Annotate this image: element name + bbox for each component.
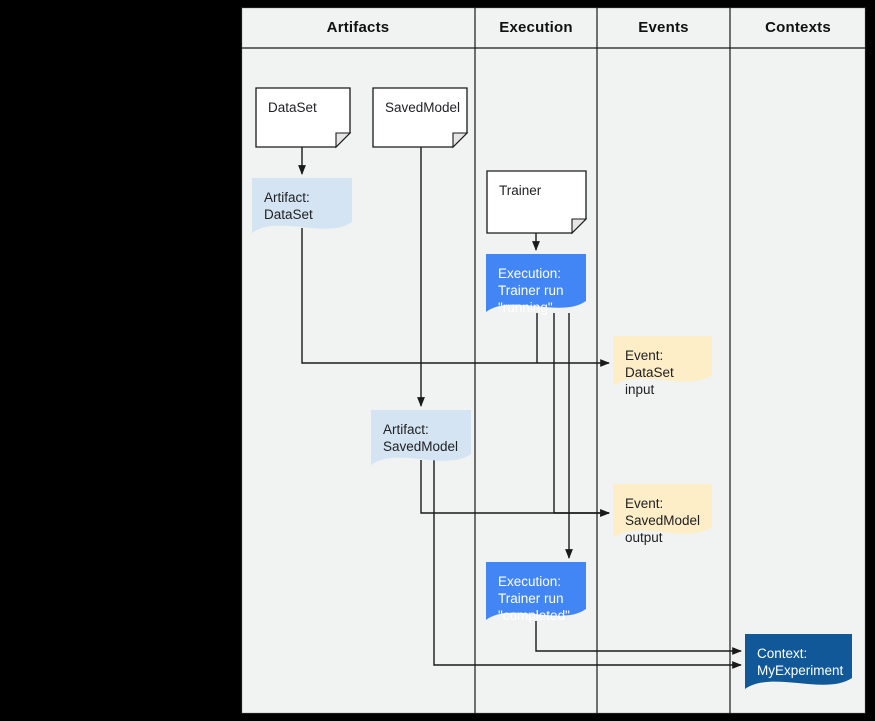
lane-title-artifacts: Artifacts [326,19,390,36]
shape-event-savedmodel-output [613,484,712,538]
shape-exec-running [486,254,586,312]
shape-type-trainer [486,170,588,235]
node-type-savedmodel-label: SavedModel [385,100,461,115]
node-artifact-savedmodel[interactable]: Artifact: SavedModel [371,410,471,465]
lane-title-contexts: Contexts [765,19,831,36]
node-type-savedmodel[interactable]: SavedModel [373,88,467,147]
node-artifact-savedmodel-label: Artifact: SavedModel [383,422,459,454]
edge-artifact-savedmodel-to-context [433,460,742,669]
node-event-savedmodel-output[interactable]: Event: SavedModel output [613,484,712,546]
node-event-dataset-input[interactable]: Event: DataSet input [613,336,712,397]
node-context-myexperiment-label: Context: MyExperiment [757,646,844,678]
shape-exec-completed [486,562,586,620]
lane-dividers [240,6,867,715]
node-exec-running[interactable]: Execution: Trainer run "running" [486,254,586,315]
node-artifact-dataset-label: Artifact: DataSet [264,190,313,222]
node-artifact-dataset[interactable]: Artifact: DataSet [252,178,352,233]
edge-artifact-savedmodel-to-event [420,460,610,517]
node-exec-completed[interactable]: Execution: Trainer run "completed" [486,562,586,623]
edge-exec-running-to-event-output [553,313,610,517]
node-type-trainer-label: Trainer [499,183,542,198]
node-type-trainer[interactable]: Trainer [487,171,586,233]
node-event-dataset-input-label: Event: DataSet input [625,348,674,397]
shape-event-dataset-input [613,336,712,386]
node-event-savedmodel-output-label: Event: SavedModel output [625,496,701,545]
shape-type-dataset [255,87,352,149]
node-exec-completed-label: Execution: Trainer run "completed" [498,574,570,623]
shape-context-myexperiment [745,634,852,689]
lane-title-events: Events [638,19,689,36]
shape-artifact-dataset [252,178,352,233]
node-type-dataset-label: DataSet [268,100,317,115]
node-type-dataset[interactable]: DataSet [256,88,350,147]
shape-type-savedmodel [372,87,469,149]
edge-artifact-dataset-to-event [301,228,610,367]
shape-artifact-savedmodel [371,410,471,465]
node-context-myexperiment[interactable]: Context: MyExperiment [745,634,852,689]
node-exec-running-label: Execution: Trainer run "running" [498,266,564,315]
lane-title-execution: Execution [499,19,573,36]
edge-exec-completed-to-context [535,621,742,655]
